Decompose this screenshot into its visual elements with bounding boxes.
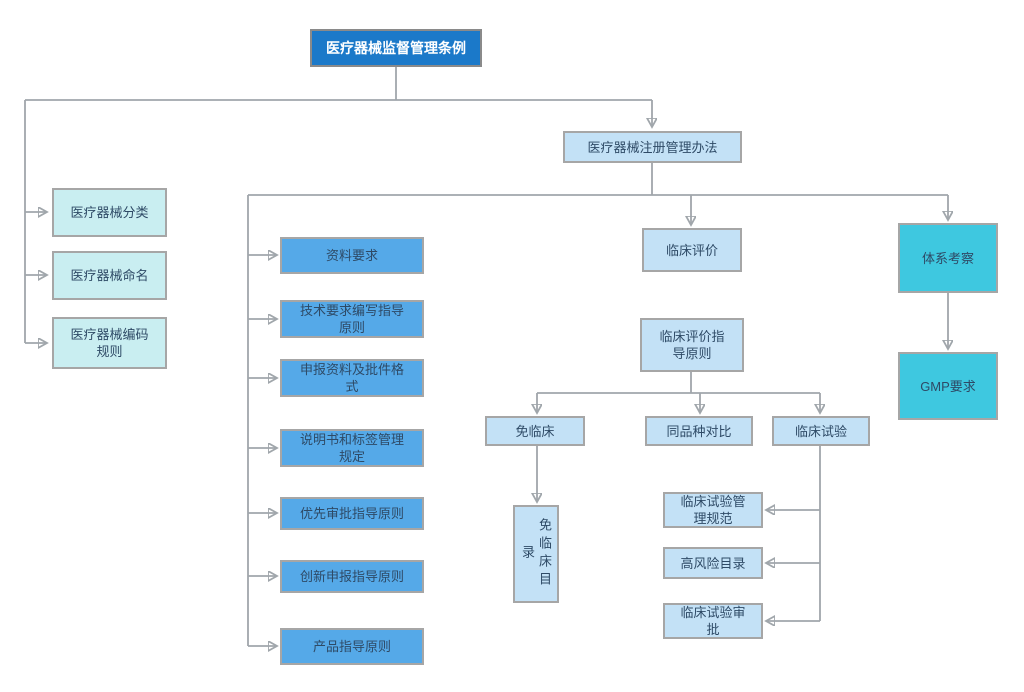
node-high-risk: 高风险目录 <box>663 547 763 579</box>
node-coding: 医疗器械编码规则 <box>52 317 167 369</box>
node-classification: 医疗器械分类 <box>52 188 167 237</box>
node-exempt: 免临床 <box>485 416 585 446</box>
node-data-requirements: 资料要求 <box>280 237 424 274</box>
node-exempt-catalog: 免临床目录 <box>513 505 559 603</box>
node-clinical-trial: 临床试验 <box>772 416 870 446</box>
node-registration: 医疗器械注册管理办法 <box>563 131 742 163</box>
node-product-guideline: 产品指导原则 <box>280 628 424 665</box>
node-tech-guideline: 技术要求编写指导原则 <box>280 300 424 338</box>
node-root: 医疗器械监督管理条例 <box>310 29 482 67</box>
node-trial-approval: 临床试验审批 <box>663 603 763 639</box>
node-clinical-eval: 临床评价 <box>642 228 742 272</box>
node-label-rules: 说明书和标签管理规定 <box>280 429 424 467</box>
node-same-kind: 同品种对比 <box>645 416 753 446</box>
node-trial-gcp: 临床试验管理规范 <box>663 492 763 528</box>
node-priority-review: 优先审批指导原则 <box>280 497 424 530</box>
node-filing-format: 申报资料及批件格式 <box>280 359 424 397</box>
node-naming: 医疗器械命名 <box>52 251 167 300</box>
node-clinical-eval-guideline: 临床评价指导原则 <box>640 318 744 372</box>
node-innovation: 创新申报指导原则 <box>280 560 424 593</box>
node-gmp: GMP要求 <box>898 352 998 420</box>
node-system-inspection: 体系考察 <box>898 223 998 293</box>
